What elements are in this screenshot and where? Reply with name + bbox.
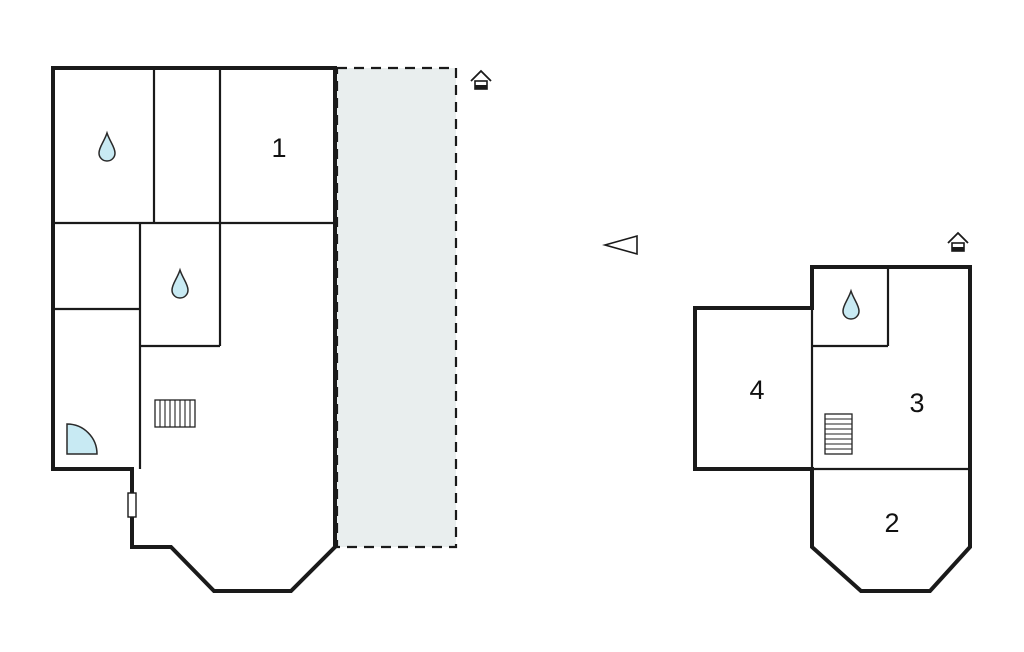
water-drop-icon [98, 130, 116, 162]
ground-floor-outer-wall [51, 66, 337, 593]
upper-floor-plan: 4 3 2 [693, 231, 972, 593]
shower-quarter-icon [66, 423, 98, 455]
interior-walls [53, 68, 335, 469]
water-drop-icon [171, 267, 189, 299]
water-drop-icon [842, 288, 860, 320]
stairs-icon [824, 413, 853, 455]
room-label-4: 4 [749, 375, 764, 405]
stairs-icon [154, 399, 196, 428]
direction-arrow-icon [602, 234, 638, 256]
house-icon [947, 231, 969, 252]
room-label-2: 2 [884, 508, 899, 538]
upper-interior-walls [810, 267, 970, 471]
terrace-area [335, 66, 458, 549]
room-label-1: 1 [271, 133, 286, 163]
house-icon [470, 69, 492, 90]
upper-floor-outer-wall [693, 265, 972, 593]
ground-floor-plan: 1 [51, 66, 492, 593]
room-label-3: 3 [909, 388, 924, 418]
entrance-door [127, 492, 137, 518]
